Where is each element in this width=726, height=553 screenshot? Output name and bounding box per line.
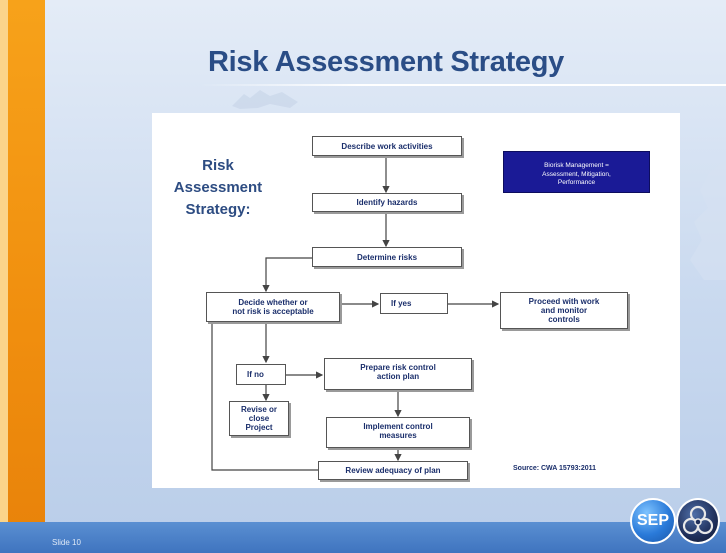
node-if-no: If no: [236, 364, 286, 385]
side-title-line: Strategy:: [185, 201, 251, 218]
biorisk-legend-box: Biorisk Management = Assessment, Mitigat…: [503, 151, 650, 193]
slide-title: Risk Assessment Strategy: [207, 46, 564, 78]
node-revise-or-close: Revise or close Project: [229, 401, 289, 436]
side-title-line: Risk: [202, 157, 234, 174]
bottom-bar: [0, 522, 726, 553]
sep-logo: SEP: [630, 498, 676, 544]
node-label: If yes: [391, 299, 412, 308]
node-review-adequacy: Review adequacy of plan: [318, 461, 468, 480]
node-label-line: Implement control: [363, 422, 433, 431]
left-accent-highlight: [0, 0, 8, 553]
node-label-line: Prepare risk control: [360, 363, 436, 372]
node-label: If no: [247, 370, 264, 379]
legend-line: Assessment, Mitigation,: [542, 170, 611, 178]
legend-line: Biorisk Management =: [544, 162, 609, 169]
side-title-line: Assessment: [173, 179, 263, 196]
node-label: Describe work activities: [341, 141, 433, 151]
node-if-yes: If yes: [380, 293, 448, 314]
watermark-map-left: [232, 90, 298, 109]
arrow-determine-decide: [262, 257, 312, 293]
node-describe-work-activities: Describe work activities: [312, 136, 462, 156]
title-underline: [200, 84, 726, 86]
biohazard-globe-logo: [676, 498, 720, 544]
watermark-map-right: [690, 160, 726, 280]
node-label-line: close: [248, 414, 270, 423]
node-label-line: measures: [379, 431, 417, 440]
node-implement-control: Implement control measures: [326, 417, 470, 448]
diagram-side-title: Risk Assessment Strategy:: [168, 155, 268, 221]
source-citation: Source: CWA 15793:2011: [513, 465, 597, 472]
node-label-line: Revise or: [240, 405, 278, 414]
left-accent-bar: [0, 0, 45, 553]
node-identify-hazards: Identify hazards: [312, 193, 462, 212]
slide-number: Slide 10: [52, 538, 81, 547]
node-proceed-with-work: Proceed with work and monitor controls: [500, 292, 628, 329]
node-label: Review adequacy of plan: [345, 466, 441, 475]
node-label: Identify hazards: [356, 198, 418, 207]
node-label-line: Decide whether or: [238, 298, 308, 307]
node-determine-risks: Determine risks: [312, 247, 462, 267]
sep-logo-text: SEP: [636, 512, 669, 529]
node-label-line: and monitor: [540, 306, 588, 315]
legend-line: Performance: [557, 179, 596, 186]
node-label-line: not risk is acceptable: [232, 307, 314, 316]
node-label-line: Project: [245, 423, 273, 432]
node-prepare-risk-control: Prepare risk control action plan: [324, 358, 472, 390]
node-label-line: Proceed with work: [528, 297, 600, 306]
node-label-line: action plan: [376, 372, 420, 381]
node-label: Determine risks: [356, 252, 418, 262]
arrow-review-loop-decide: [206, 303, 318, 471]
biohazard-icon: [682, 505, 714, 535]
node-label-line: controls: [548, 315, 580, 324]
node-decide-acceptable: Decide whether or not risk is acceptable: [206, 292, 340, 322]
